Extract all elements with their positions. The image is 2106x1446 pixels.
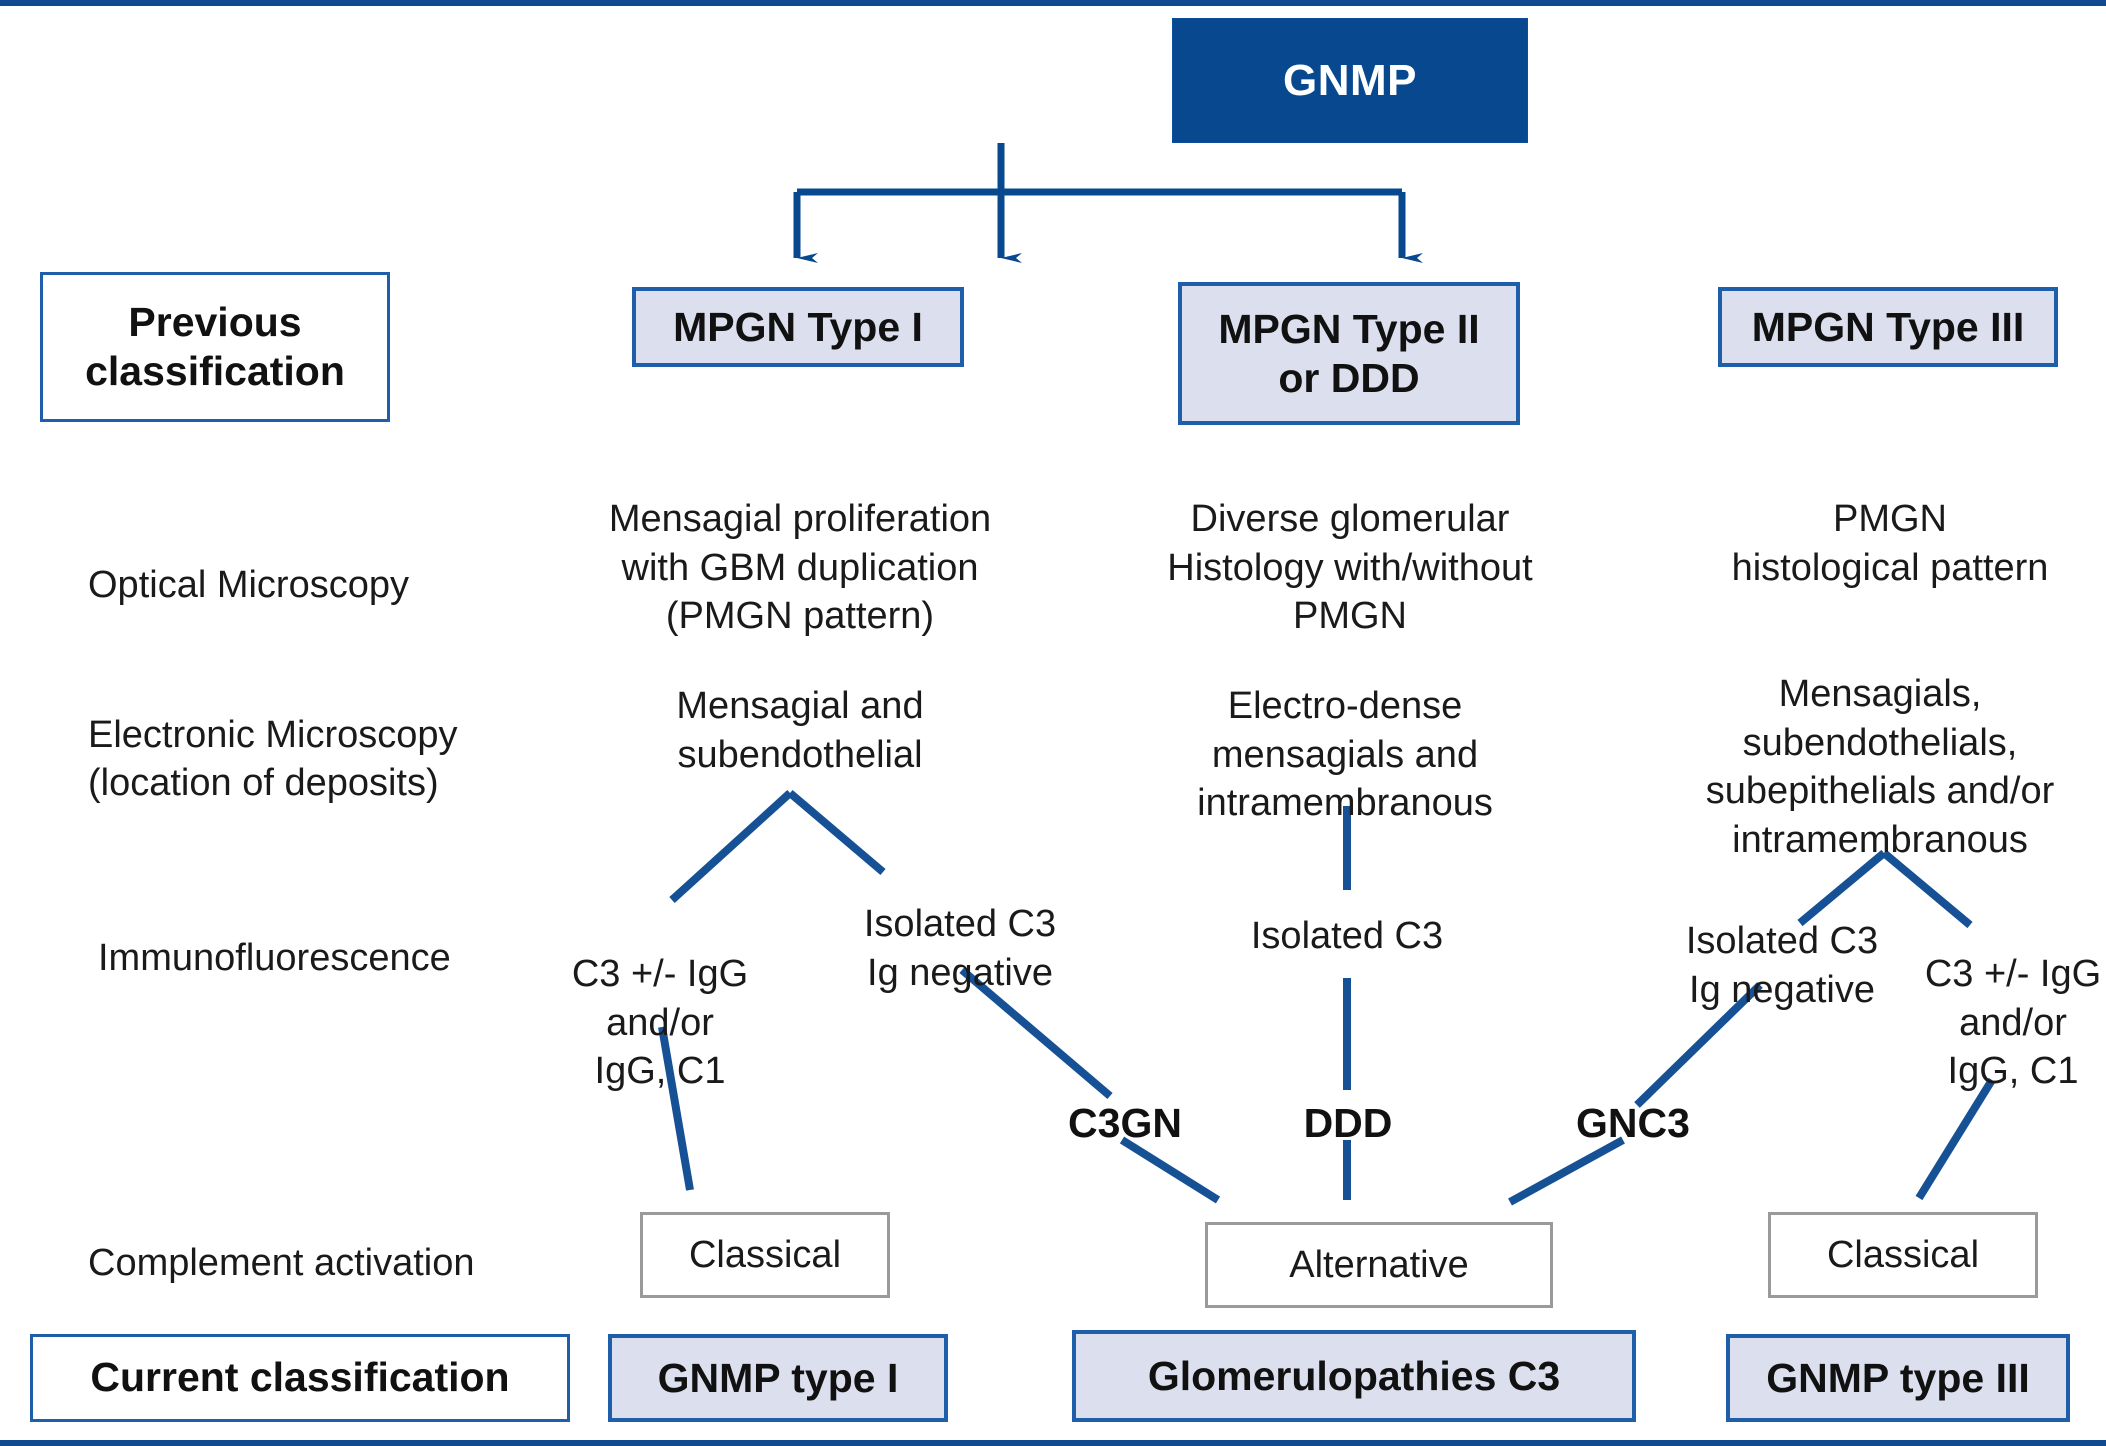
cell-electronic-type2: Electro-dense mensagials and intramembra… xyxy=(1145,682,1545,828)
node-complement-classical-left[interactable]: Classical xyxy=(640,1212,890,1298)
cell-optical-type1-text: Mensagial proliferation with GBM duplica… xyxy=(608,498,992,638)
cell-optical-type2-text: Diverse glomerular Histology with/withou… xyxy=(1167,498,1533,638)
cell-electronic-type2-text: Electro-dense mensagials and intramembra… xyxy=(1197,685,1493,825)
node-mpgn-type-iii[interactable]: MPGN Type III xyxy=(1718,287,2058,367)
wire-c3gn-to-alternative xyxy=(1119,1136,1221,1204)
node-complement-classical-left-label: Classical xyxy=(688,1233,842,1276)
root-node-gnmp-box[interactable]: GNMP xyxy=(1172,18,1528,143)
tag-c3gn-label: C3GN xyxy=(1068,1100,1182,1146)
row-label-immunofluorescence-text: Immunofluorescence xyxy=(98,937,451,979)
tag-gnc3-label: GNC3 xyxy=(1576,1100,1690,1146)
row-label-complement-activation-text: Complement activation xyxy=(88,1242,475,1284)
row-label-complement-activation: Complement activation xyxy=(88,1240,548,1288)
node-current-gnmp-type-iii-label: GNMP type III xyxy=(1766,1354,2030,1401)
cell-optical-type3-text: PMGN histological pattern xyxy=(1731,498,2049,589)
row-label-electronic-microscopy: Electronic Microscopy (location of depos… xyxy=(88,712,528,808)
cell-electronic-type1-text: Mensagial and subendothelial xyxy=(676,685,924,776)
node-complement-classical-right-label: Classical xyxy=(1826,1233,1980,1276)
row-label-immunofluorescence: Immunofluorescence xyxy=(98,935,538,983)
node-complement-classical-right[interactable]: Classical xyxy=(1768,1212,2038,1298)
cell-if-type3-classical: C3 +/- IgG and/or IgG, C1 xyxy=(1920,950,2106,1096)
tag-ddd-label: DDD xyxy=(1303,1100,1393,1146)
row-label-optical-microscopy: Optical Microscopy xyxy=(88,562,508,610)
cell-if-type2-isolated: Isolated C3 xyxy=(1197,912,1497,961)
node-mpgn-type-ii[interactable]: MPGN Type II or DDD xyxy=(1178,282,1520,425)
cell-if-type3-isolated-text: Isolated C3 Ig negative xyxy=(1685,920,1879,1011)
node-mpgn-type-iii-label: MPGN Type III xyxy=(1751,303,2025,350)
cell-if-type3-classical-text: C3 +/- IgG and/or IgG, C1 xyxy=(1924,953,2102,1093)
cell-if-type2-isolated-text: Isolated C3 xyxy=(1250,915,1444,957)
cell-optical-type2: Diverse glomerular Histology with/withou… xyxy=(1125,495,1575,641)
node-current-gnmp-type-iii[interactable]: GNMP type III xyxy=(1726,1334,2070,1422)
node-mpgn-type-i[interactable]: MPGN Type I xyxy=(632,287,964,367)
tag-gnc3: GNC3 xyxy=(1540,1100,1726,1147)
cell-electronic-type3: Mensagials, subendothelials, subepitheli… xyxy=(1660,670,2100,865)
cell-if-type1-classical-text: C3 +/- IgG and/or IgG, C1 xyxy=(571,953,749,1093)
node-current-glomerulopathies-c3[interactable]: Glomerulopathies C3 xyxy=(1072,1330,1636,1422)
node-mpgn-type-ii-label: MPGN Type II or DDD xyxy=(1218,306,1480,401)
node-current-gnmp-type-i-label: GNMP type I xyxy=(657,1354,899,1401)
cell-electronic-type1: Mensagial and subendothelial xyxy=(610,682,990,779)
previous-classification-label: Previous classification xyxy=(85,298,345,394)
previous-classification-box[interactable]: Previous classification xyxy=(40,272,390,422)
cell-if-type1-isolated-text: Isolated C3 Ig negative xyxy=(863,903,1057,994)
cell-if-type3-isolated: Isolated C3 Ig negative xyxy=(1632,917,1932,1014)
current-classification-label: Current classification xyxy=(90,1354,510,1401)
root-node-label: GNMP xyxy=(1283,55,1417,105)
node-current-glomerulopathies-c3-label: Glomerulopathies C3 xyxy=(1147,1352,1561,1399)
row-label-optical-microscopy-text: Optical Microscopy xyxy=(88,564,409,606)
node-current-gnmp-type-i[interactable]: GNMP type I xyxy=(608,1334,948,1422)
node-complement-alternative[interactable]: Alternative xyxy=(1205,1222,1553,1308)
node-mpgn-type-i-label: MPGN Type I xyxy=(673,303,923,350)
wire-t1-right-branch xyxy=(787,789,886,876)
tag-ddd: DDD xyxy=(1258,1100,1438,1147)
cell-optical-type3: PMGN histological pattern xyxy=(1690,495,2090,592)
node-complement-alternative-label: Alternative xyxy=(1289,1243,1469,1286)
top-divider-rule xyxy=(0,0,2106,6)
cell-if-type1-classical: C3 +/- IgG and/or IgG, C1 xyxy=(510,950,810,1096)
cell-optical-type1: Mensagial proliferation with GBM duplica… xyxy=(580,495,1020,641)
wire-t3-classical-down xyxy=(1915,1077,1996,1201)
row-label-electronic-microscopy-text: Electronic Microscopy (location of depos… xyxy=(88,714,458,804)
wire-t1-left-branch xyxy=(669,790,793,903)
tag-c3gn: C3GN xyxy=(1035,1100,1215,1147)
current-classification-box[interactable]: Current classification xyxy=(30,1334,570,1422)
wire-gnc3-to-alternative xyxy=(1508,1136,1625,1206)
cell-electronic-type3-text: Mensagials, subendothelials, subepitheli… xyxy=(1705,673,2055,861)
bottom-divider-rule xyxy=(0,1440,2106,1446)
cell-if-type1-isolated: Isolated C3 Ig negative xyxy=(810,900,1110,997)
